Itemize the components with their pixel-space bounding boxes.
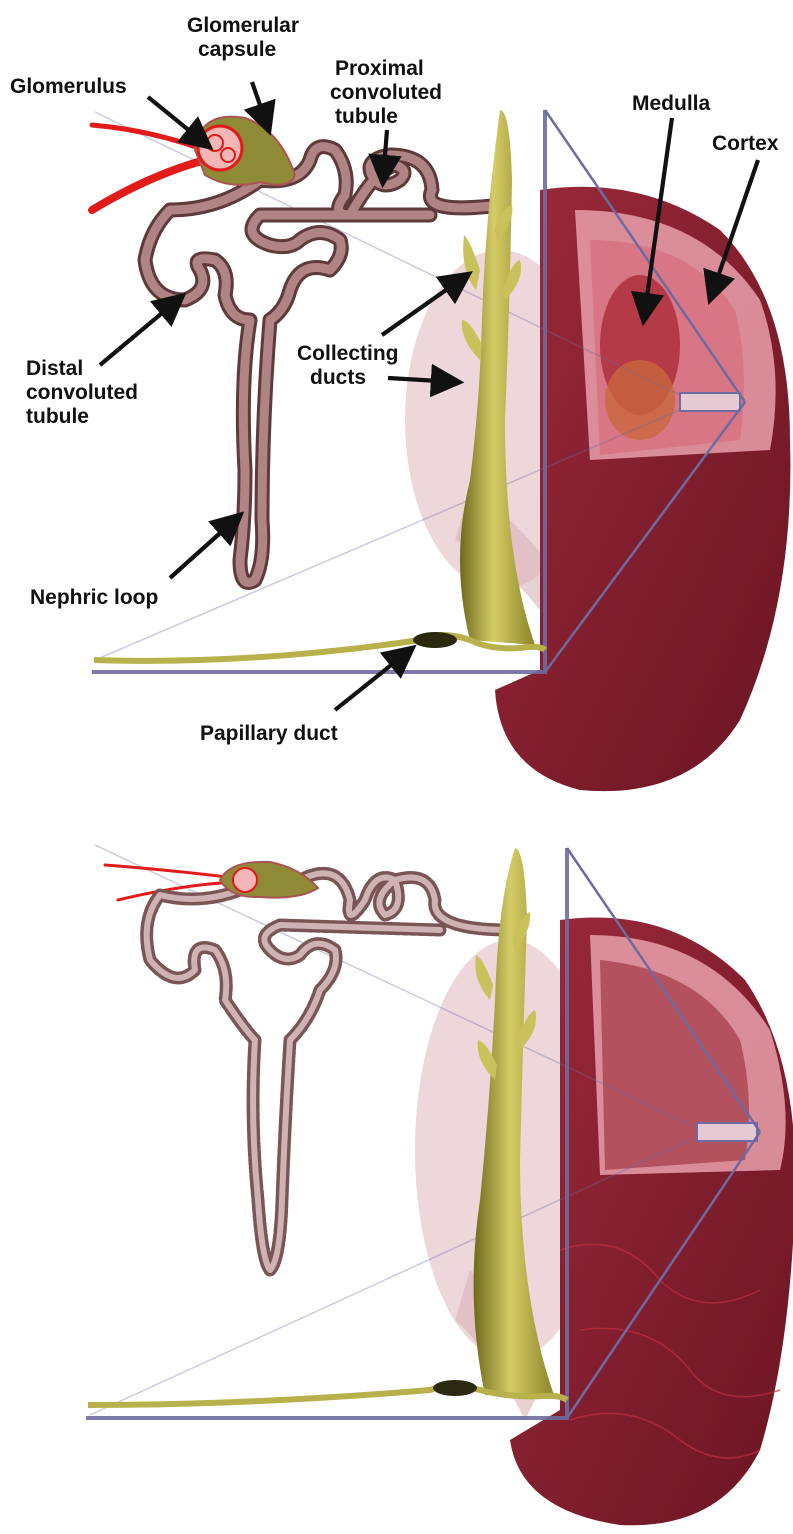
label-cortex: Cortex bbox=[712, 132, 779, 155]
glomerular-capsule-2 bbox=[220, 862, 318, 898]
label-papillary-duct: Papillary duct bbox=[200, 722, 338, 745]
papillary-duct-opening-2 bbox=[433, 1380, 477, 1396]
section-highlight-2 bbox=[697, 1123, 757, 1141]
bottom-panel bbox=[86, 845, 793, 1525]
glomerular-capsule bbox=[195, 117, 295, 185]
label-nephric-loop: Nephric loop bbox=[30, 586, 158, 609]
arrow-papillary-duct bbox=[335, 650, 410, 710]
glomerulus-2 bbox=[233, 868, 257, 892]
arrow-distal-tubule bbox=[100, 298, 180, 365]
arrow-nephric-loop bbox=[170, 517, 238, 578]
label-glomerulus: Glomerulus bbox=[10, 75, 127, 98]
kidney-pyramid bbox=[605, 360, 675, 440]
papillary-duct-opening bbox=[413, 632, 457, 648]
section-highlight bbox=[680, 393, 740, 411]
label-medulla: Medulla bbox=[632, 92, 710, 115]
